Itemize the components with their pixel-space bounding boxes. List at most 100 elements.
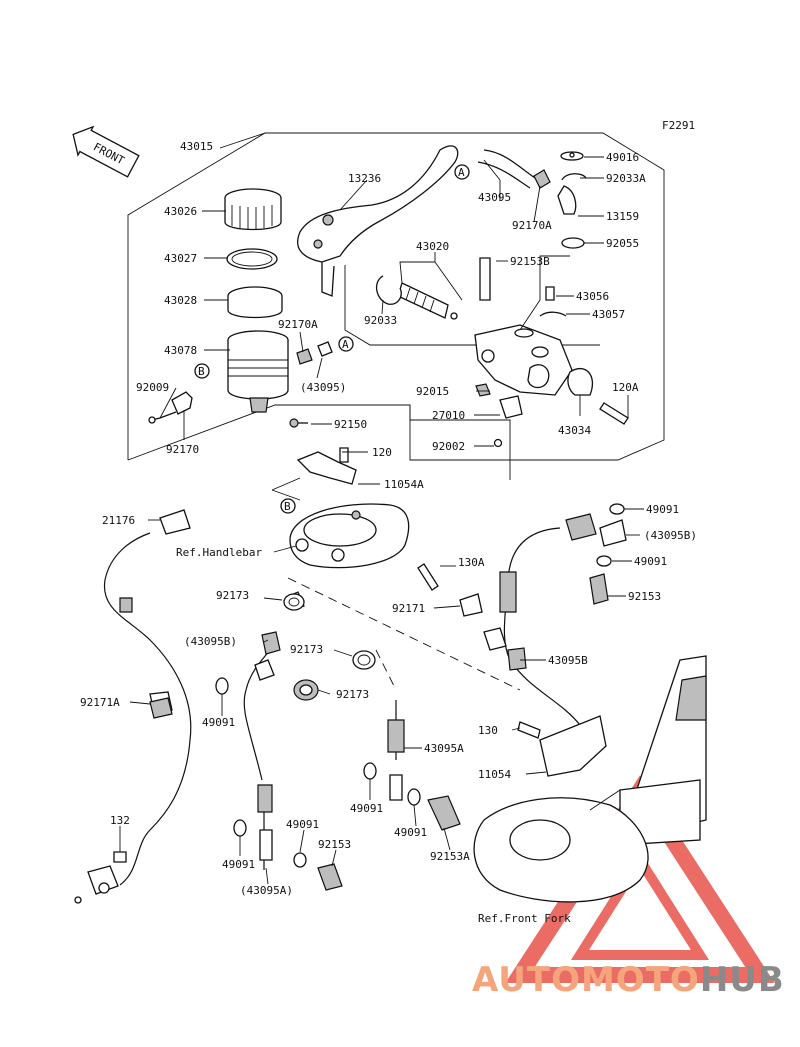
label-49091-3: 49091 bbox=[202, 716, 235, 729]
oring-92055 bbox=[561, 237, 585, 249]
label-43095-paren: (43095) bbox=[300, 381, 346, 394]
label-ref-front-fork: Ref.Front Fork bbox=[478, 912, 571, 925]
label-43020: 43020 bbox=[416, 240, 449, 253]
label-43034: 43034 bbox=[558, 424, 591, 437]
assembly-outline bbox=[127, 132, 665, 461]
label-92153A: 92153A bbox=[430, 850, 470, 863]
label-92153B: 92153B bbox=[510, 255, 550, 268]
svg-text:A: A bbox=[342, 338, 349, 351]
callout-a-mid: A bbox=[338, 336, 354, 352]
svg-text:B: B bbox=[284, 500, 291, 513]
bracket-92170 bbox=[171, 391, 193, 415]
label-92173-2: 92173 bbox=[290, 643, 323, 656]
leader-lines bbox=[119, 156, 644, 885]
brake-hose-right bbox=[483, 513, 627, 726]
label-43095B-paren-2: (43095B) bbox=[184, 635, 237, 648]
label-92170A-1: 92170A bbox=[278, 318, 318, 331]
label-92033A: 92033A bbox=[606, 172, 646, 185]
bolt-120A bbox=[599, 402, 629, 425]
label-92171A: 92171A bbox=[80, 696, 120, 709]
nut-92015 bbox=[475, 383, 491, 397]
label-92153-2: 92153 bbox=[318, 838, 351, 851]
label-92173-3: 92173 bbox=[336, 688, 369, 701]
brake-hose-43095A bbox=[257, 700, 405, 870]
label-92033: 92033 bbox=[364, 314, 397, 327]
label-130: 130 bbox=[478, 724, 498, 737]
label-92170A-2: 92170A bbox=[512, 219, 552, 232]
screw-92002 bbox=[493, 438, 503, 448]
label-43057: 43057 bbox=[592, 308, 625, 321]
label-43095A: 43095A bbox=[424, 742, 464, 755]
label-43095-top: 43095 bbox=[478, 191, 511, 204]
label-92153: 92153 bbox=[628, 590, 661, 603]
label-43095A-paren: (43095A) bbox=[240, 884, 293, 897]
label-ref-handlebar: Ref.Handlebar bbox=[176, 546, 262, 559]
clamp-92173-a bbox=[283, 593, 305, 611]
label-13159: 13159 bbox=[606, 210, 639, 223]
label-21176: 21176 bbox=[102, 514, 135, 527]
label-13236: 13236 bbox=[348, 172, 381, 185]
label-49091-6: 49091 bbox=[394, 826, 427, 839]
label-49091-7: 49091 bbox=[222, 858, 255, 871]
label-43095B: 43095B bbox=[548, 654, 588, 667]
label-11054A: 11054A bbox=[384, 478, 424, 491]
banjo-bolts bbox=[317, 573, 609, 891]
bleeder-43056 bbox=[545, 286, 555, 301]
clip-92033A bbox=[561, 173, 587, 181]
reservoir-gasket bbox=[226, 248, 278, 270]
callout-b-mid: B bbox=[194, 363, 210, 379]
cap-43057 bbox=[539, 311, 567, 317]
screw-92009 bbox=[151, 411, 177, 421]
switch-27010 bbox=[499, 395, 523, 419]
svg-text:B: B bbox=[198, 365, 205, 378]
label-92009: 92009 bbox=[136, 381, 169, 394]
label-43028: 43028 bbox=[164, 294, 197, 307]
label-92150: 92150 bbox=[334, 418, 367, 431]
label-27010: 27010 bbox=[432, 409, 465, 422]
clip-92171A bbox=[149, 697, 173, 719]
label-43095B-paren-1: (43095B) bbox=[644, 529, 697, 542]
callout-b-low: B bbox=[280, 498, 296, 514]
label-43078: 43078 bbox=[164, 344, 197, 357]
part-labels: 43015 13236 43026 43027 43028 92170A 430… bbox=[80, 140, 697, 925]
master-cylinder-body bbox=[474, 324, 573, 396]
routing-dash-1 bbox=[287, 577, 521, 691]
label-120A: 120A bbox=[612, 381, 639, 394]
label-43015: 43015 bbox=[180, 140, 213, 153]
label-92171: 92171 bbox=[392, 602, 425, 615]
label-43027: 43027 bbox=[164, 252, 197, 265]
handlebar-clamp bbox=[289, 503, 410, 569]
label-92173-1: 92173 bbox=[216, 589, 249, 602]
upper-hose-43095 bbox=[477, 149, 577, 215]
label-130A: 130A bbox=[458, 556, 485, 569]
reservoir-body bbox=[227, 330, 289, 413]
watermark-text: AUTOMOTOHUB bbox=[472, 960, 785, 1000]
label-132: 132 bbox=[110, 814, 130, 827]
clamp-92170A-a bbox=[296, 348, 313, 365]
label-49016: 49016 bbox=[606, 151, 639, 164]
watermark-part1: AUTOMOTO bbox=[472, 960, 700, 1000]
label-120: 120 bbox=[372, 446, 392, 459]
clamp-92173-b bbox=[352, 650, 376, 670]
brake-lever bbox=[297, 145, 459, 297]
label-49091-5: 49091 bbox=[286, 818, 319, 831]
label-92002: 92002 bbox=[432, 440, 465, 453]
label-11054: 11054 bbox=[478, 768, 511, 781]
reservoir-cap bbox=[224, 188, 282, 231]
label-49091-1: 49091 bbox=[646, 503, 679, 516]
watermark-part2: HUB bbox=[699, 960, 785, 1000]
reservoir-diaphragm bbox=[227, 286, 283, 319]
bolt-92153B bbox=[479, 257, 491, 301]
label-92015: 92015 bbox=[416, 385, 449, 398]
label-92170: 92170 bbox=[166, 443, 199, 456]
svg-text:A: A bbox=[458, 166, 465, 179]
sensor-harness-21176 bbox=[74, 509, 192, 904]
figure-id: F2291 bbox=[662, 119, 695, 132]
clip-92171 bbox=[459, 593, 483, 617]
bracket-11054 bbox=[517, 715, 607, 777]
front-arrow-marker: FRONT bbox=[72, 125, 140, 178]
label-43026: 43026 bbox=[164, 205, 197, 218]
label-49091-4: 49091 bbox=[350, 802, 383, 815]
clamp-92173-c bbox=[293, 679, 319, 701]
